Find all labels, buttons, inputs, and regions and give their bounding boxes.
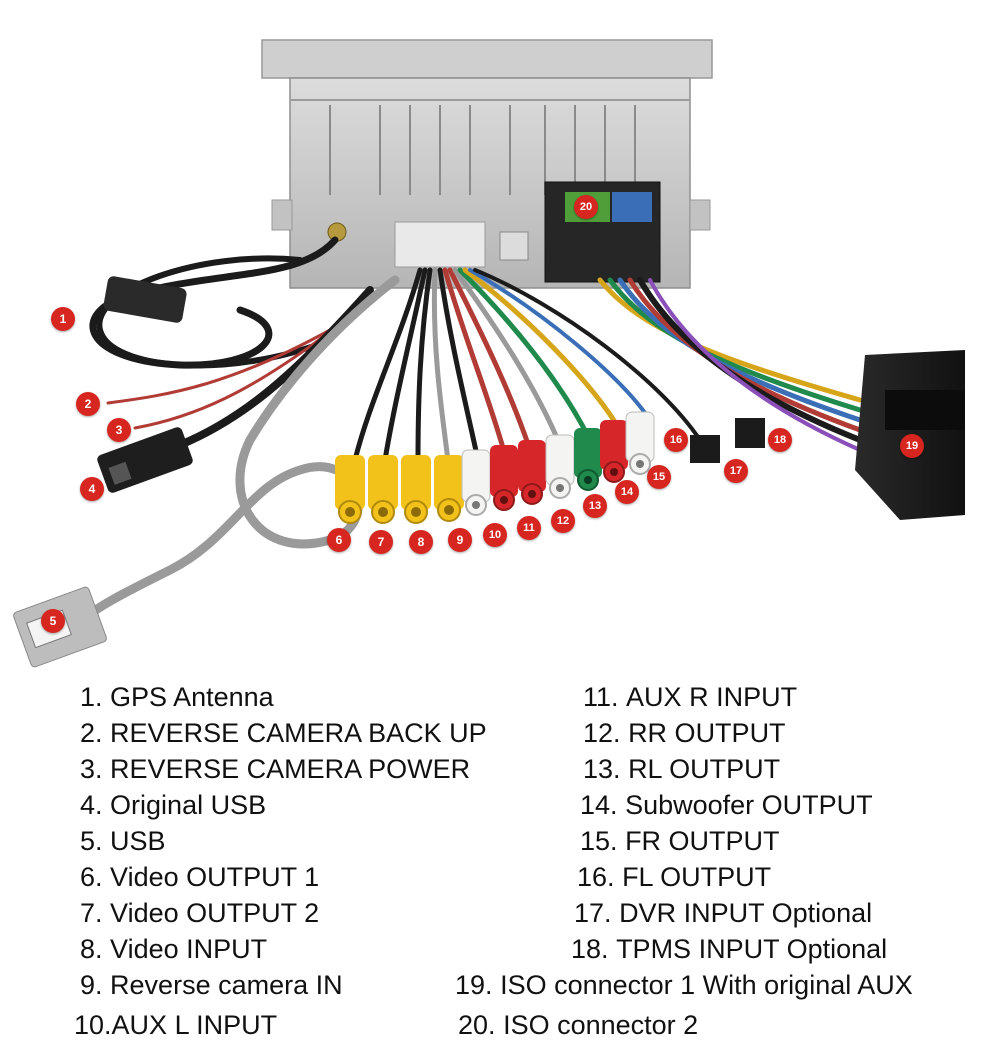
- legend-item-10: 10.AUX L INPUT: [74, 1010, 278, 1040]
- callout-12: 12: [551, 509, 575, 533]
- callout-6: 6: [327, 528, 351, 552]
- legend-item-2: 2. REVERSE CAMERA BACK UP: [80, 718, 487, 748]
- callout-15: 15: [647, 465, 671, 489]
- wiring-harness-diagram: [13, 39, 965, 668]
- legend-item-19: 19. ISO connector 1 With original AUX: [455, 970, 913, 1000]
- legend-item-16: 16. FL OUTPUT: [577, 862, 772, 892]
- legend-item-8: 8. Video INPUT: [80, 934, 268, 964]
- callout-18: 18: [768, 428, 792, 452]
- legend-item-4: 4. Original USB: [80, 790, 267, 820]
- legend-item-17: 17. DVR INPUT Optional: [574, 898, 873, 928]
- legend-item-9: 9. Reverse camera IN: [80, 970, 343, 1000]
- callout-10: 10: [483, 523, 507, 547]
- callout-19: 19: [900, 434, 924, 458]
- legend-item-1: 1. GPS Antenna: [80, 682, 274, 712]
- callout-1: 1: [51, 307, 75, 331]
- legend-item-12: 12. RR OUTPUT: [583, 718, 786, 748]
- callout-4: 4: [80, 477, 104, 501]
- legend-item-11: 11. AUX R INPUT: [583, 682, 798, 712]
- head-unit-chassis: [261, 39, 713, 289]
- legend-item-18: 18. TPMS INPUT Optional: [571, 934, 888, 964]
- rca-plugs: [335, 411, 655, 524]
- legend-item-20: 20. ISO connector 2: [458, 1010, 699, 1040]
- legend-item-14: 14. Subwoofer OUTPUT: [580, 790, 873, 820]
- callout-7: 7: [369, 530, 393, 554]
- callout-11: 11: [517, 516, 541, 540]
- legend-item-13: 13. RL OUTPUT: [583, 754, 781, 784]
- callout-14: 14: [615, 480, 639, 504]
- callout-9: 9: [448, 528, 472, 552]
- callout-13: 13: [583, 494, 607, 518]
- connector-ends: [13, 276, 965, 668]
- callout-3: 3: [107, 418, 131, 442]
- callout-2: 2: [76, 392, 100, 416]
- legend-item-3: 3. REVERSE CAMERA POWER: [80, 754, 471, 784]
- legend-item-15: 15. FR OUTPUT: [580, 826, 780, 856]
- legend-item-7: 7. Video OUTPUT 2: [80, 898, 320, 928]
- callout-17: 17: [724, 459, 748, 483]
- callout-5: 5: [41, 609, 65, 633]
- callout-16: 16: [664, 428, 688, 452]
- legend-item-5: 5. USB: [80, 826, 166, 856]
- callout-20: 20: [574, 195, 598, 219]
- cable-bundle: [80, 236, 863, 623]
- callout-8: 8: [409, 530, 433, 554]
- legend-item-6: 6. Video OUTPUT 1: [80, 862, 320, 892]
